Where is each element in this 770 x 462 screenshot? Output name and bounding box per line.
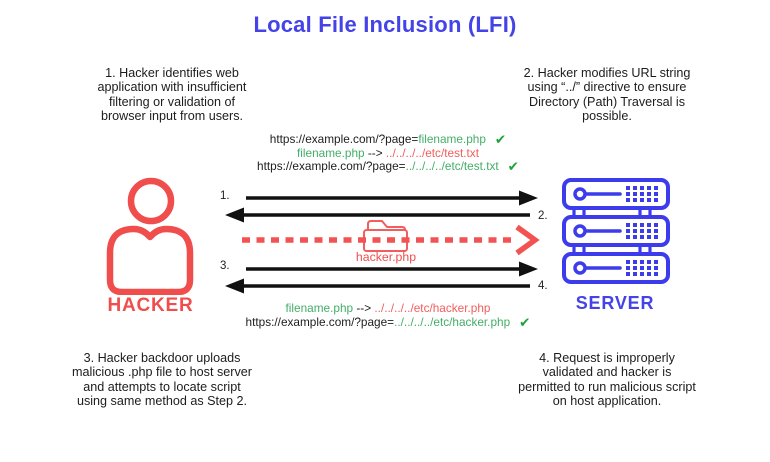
- server-icon: [562, 178, 670, 284]
- top-url-block: https://example.com/?page=filename.php✔ …: [198, 132, 578, 175]
- upload-arrow-dashed: [242, 224, 540, 256]
- url-line-mapping: filename.php --> ../../../../etc/test.tx…: [198, 145, 578, 161]
- mapping-arrow: -->: [364, 145, 386, 160]
- hacker-label: HACKER: [107, 295, 194, 316]
- url-prefix: https://example.com/?page=: [245, 314, 395, 329]
- step1-line: filtering or validation of: [108, 94, 235, 109]
- check-icon: ✔: [519, 314, 531, 330]
- step3-note: 3. Hacker backdoor uploads malicious .ph…: [52, 351, 272, 409]
- arrow-label-3: 3.: [220, 260, 230, 272]
- step3-line: and attempts to locate script: [83, 379, 241, 394]
- url-line-mapping: filename.php --> ../../../../etc/hacker.…: [198, 301, 578, 316]
- page-title: Local File Inclusion (LFI): [253, 12, 517, 37]
- step1-note: 1. Hacker identifies web application wit…: [62, 66, 282, 124]
- step4-line: validated and hacker is: [542, 365, 672, 380]
- check-icon: ✔: [494, 132, 507, 147]
- step3-line: 3. Hacker backdoor uploads: [83, 351, 241, 365]
- url-param: filename.php: [285, 301, 354, 315]
- server-stack: [562, 178, 670, 284]
- step2-line: using “../” directive to ensure: [527, 80, 687, 95]
- request-arrow-3: [246, 261, 538, 277]
- step3-line: using same method as Step 2.: [76, 394, 248, 409]
- server-label: SERVER: [575, 293, 655, 313]
- step2-line: Directory (Path) Traversal is: [528, 94, 686, 109]
- url-param: filename.php: [297, 145, 365, 160]
- url-line-request: https://example.com/?page=filename.php ✔: [198, 132, 578, 147]
- step1-line: browser input from users.: [100, 109, 244, 124]
- payload-folder-icon: [363, 220, 408, 252]
- step4-line: permitted to run malicious script: [518, 379, 696, 394]
- response-arrow-4: [225, 278, 530, 294]
- server-led-grid: [626, 186, 658, 276]
- mapping-arrow: -->: [353, 301, 375, 315]
- traversal-param: ../../../../etc/hacker.php: [394, 314, 511, 329]
- arrow-label-4: 4.: [538, 280, 548, 292]
- traversal-param: ../../../../etc/test.txt: [405, 159, 499, 174]
- hacker-body: [106, 225, 194, 295]
- url-line-traversal: https://example.com/?page=../../../../et…: [198, 159, 578, 175]
- request-arrow-1: [246, 190, 538, 206]
- step2-line: possible.: [582, 109, 632, 124]
- payload-filename: hacker.php: [355, 250, 417, 264]
- url-line-traversal: https://example.com/?page=../../../../et…: [198, 314, 578, 330]
- step2-note: 2. Hacker modifies URL string using “../…: [497, 66, 717, 124]
- url-prefix: https://example.com/?page=: [269, 132, 419, 146]
- traversal-path: ../../../../etc/hacker.php: [374, 301, 491, 315]
- arrow-label-1: 1.: [220, 190, 230, 202]
- url-param: filename.php: [418, 132, 486, 146]
- url-prefix: https://example.com/?page=: [257, 159, 406, 174]
- step3-line: malicious .php file to host server: [72, 365, 252, 380]
- step4-line: on host application.: [552, 394, 662, 409]
- check-icon: ✔: [507, 159, 519, 175]
- step4-note: 4. Request is improperly validated and h…: [497, 351, 717, 409]
- step2-line: 2. Hacker modifies URL string: [523, 66, 691, 80]
- step4-line: 4. Request is improperly: [539, 351, 675, 365]
- traversal-path: ../../../../etc/test.txt: [385, 145, 479, 160]
- bottom-url-block: filename.php --> ../../../../etc/hacker.…: [198, 301, 578, 330]
- message-arrows: [225, 190, 540, 294]
- response-arrow-2: [225, 207, 530, 223]
- hacker-icon: [106, 177, 194, 295]
- hacker-head: [127, 177, 175, 225]
- step1-line: 1. Hacker identifies web: [105, 66, 239, 80]
- arrow-label-2: 2.: [538, 210, 548, 222]
- step1-line: application with insufficient: [97, 80, 247, 95]
